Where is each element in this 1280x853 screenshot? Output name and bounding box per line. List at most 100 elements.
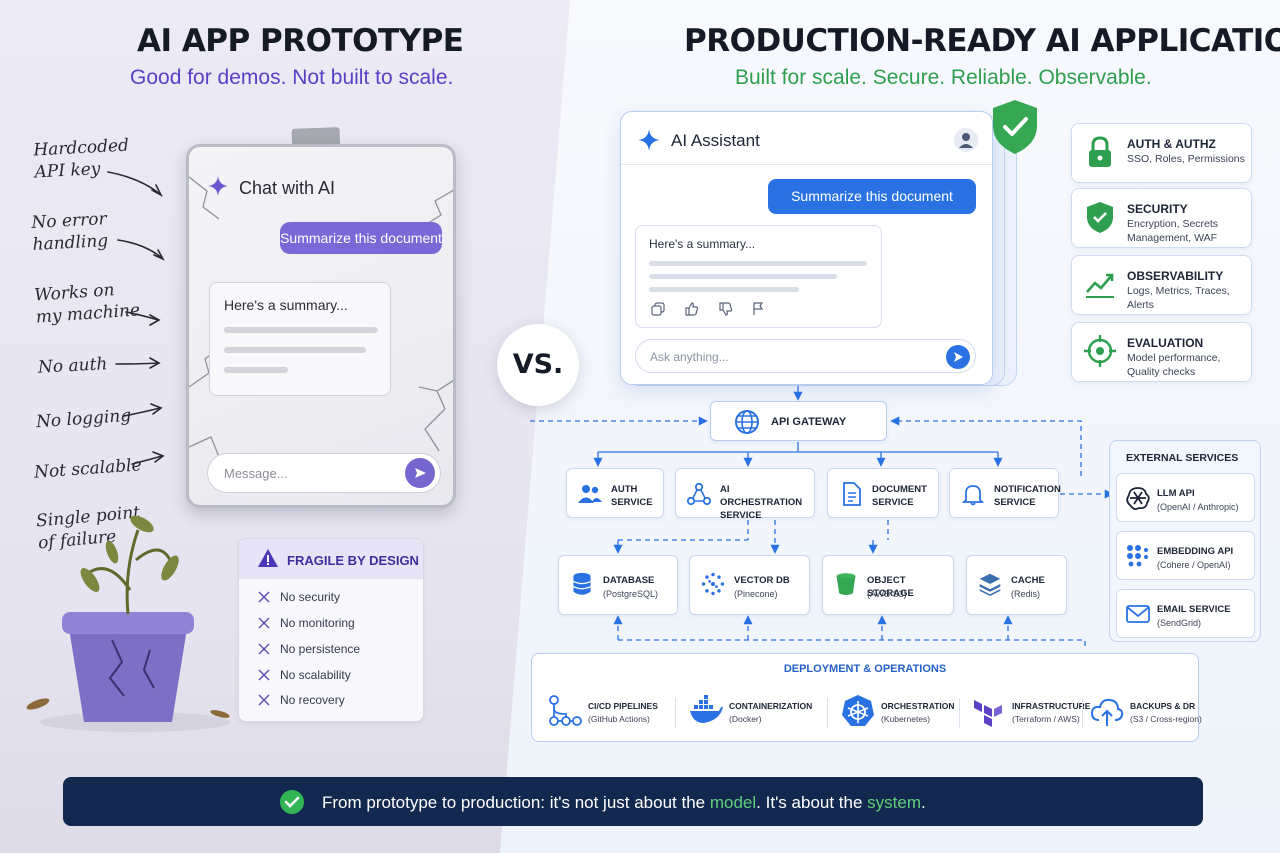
store-vector-db: VECTOR DB (Pinecone)	[689, 555, 810, 615]
target-icon	[1084, 335, 1116, 367]
assistant-header: AI Assistant	[621, 112, 992, 165]
docker-whale-icon	[690, 695, 723, 723]
deployment-containerization: CONTAINERIZATION (Docker)	[689, 690, 829, 734]
text-placeholder-line	[224, 327, 378, 333]
bucket-icon	[836, 573, 856, 596]
assistant-title: AI Assistant	[671, 131, 760, 150]
fragile-item: No persistence	[280, 642, 361, 656]
mail-icon	[1126, 605, 1150, 623]
prototype-send-button[interactable]	[405, 458, 435, 488]
deployment-cicd: CI/CD PIPELINES (GitHub Actions)	[548, 690, 678, 734]
database-icon	[573, 572, 591, 595]
ai-assistant-card: AI Assistant Summarize this document Her…	[620, 111, 993, 385]
deployment-sub: (S3 / Cross-region)	[1130, 714, 1202, 724]
fragile-item: No monitoring	[280, 616, 355, 630]
deployment-operations-panel: DEPLOYMENT & OPERATIONS CI/CD PIPELINES …	[531, 653, 1202, 742]
service-label: AUTH SERVICE	[611, 484, 653, 508]
copy-icon[interactable]	[651, 302, 665, 316]
deployment-label: BACKUPS & DR	[1130, 701, 1196, 711]
external-label: EMBEDDING API	[1157, 546, 1234, 557]
flag-icon[interactable]	[751, 302, 765, 316]
feature-observability: OBSERVABILITY Logs, Metrics, Traces, Ale…	[1071, 255, 1252, 315]
x-icon	[258, 591, 270, 603]
text-placeholder-line	[224, 367, 288, 373]
helm-wheel-icon	[842, 695, 874, 726]
banner-highlight-model: model	[709, 793, 757, 812]
assistant-input-placeholder: Ask anything...	[650, 350, 729, 364]
deployment-sub: (Kubernetes)	[881, 714, 931, 724]
banner-text-part: . It's about the	[756, 793, 868, 812]
vs-badge: VS.	[497, 324, 579, 406]
assistant-send-button[interactable]	[946, 345, 970, 369]
prototype-chat-title: Chat with AI	[239, 178, 336, 198]
service-auth: AUTH SERVICE	[566, 468, 664, 518]
deployment-title: DEPLOYMENT & OPERATIONS	[783, 663, 947, 675]
trend-chart-icon	[1086, 273, 1114, 298]
fragile-by-design-box: FRAGILE BY DESIGN No security No monitor…	[238, 538, 424, 722]
pain-arrows	[107, 171, 165, 465]
deployment-sub: (Docker)	[729, 714, 762, 724]
text-placeholder-line	[649, 287, 799, 292]
x-icon	[258, 669, 270, 681]
store-sub: (PostgreSQL)	[603, 589, 659, 599]
banner-message: From prototype to production: it's not j…	[322, 793, 926, 813]
banner-highlight-system: system	[867, 793, 921, 812]
feature-auth: AUTH & AUTHZ SSO, Roles, Permissions	[1071, 123, 1252, 183]
feature-description: Model performance, Quality checks	[1127, 352, 1221, 378]
prototype-title: AI APP PROTOTYPE	[137, 23, 464, 59]
pipeline-icon	[549, 695, 582, 726]
production-subtitle: Built for scale. Secure. Reliable. Obser…	[735, 66, 1152, 89]
sparkle-icon	[208, 176, 228, 196]
service-label: AI ORCHESTRATION SERVICE	[720, 484, 803, 521]
feature-evaluation: EVALUATION Model performance, Quality ch…	[1071, 322, 1252, 382]
store-sub: (Pinecone)	[734, 589, 778, 599]
fragile-header: FRAGILE BY DESIGN	[239, 539, 423, 579]
external-services-panel: EXTERNAL SERVICES LLM API (OpenAI / Anth…	[1109, 440, 1261, 642]
external-sub: (SendGrid)	[1157, 618, 1202, 628]
fragile-item: No security	[280, 590, 341, 604]
prototype-reply-text: Here's a summary...	[224, 297, 348, 313]
deployment-backups: BACKUPS & DR (S3 / Cross-region)	[1090, 690, 1202, 734]
deployment-label: CONTAINERIZATION	[729, 701, 813, 711]
bell-icon	[961, 485, 985, 506]
external-embedding-api: EMBEDDING API (Cohere / OpenAI)	[1116, 531, 1255, 580]
fragile-title: FRAGILE BY DESIGN	[287, 553, 419, 568]
deployment-orchestration: ORCHESTRATION (Kubernetes)	[841, 690, 971, 734]
feature-title: SECURITY	[1127, 202, 1188, 216]
fragile-item: No recovery	[280, 693, 345, 707]
external-email-service: EMAIL SERVICE (SendGrid)	[1116, 589, 1255, 638]
embedding-dots-icon	[1127, 545, 1148, 567]
warning-icon	[258, 549, 278, 567]
api-gateway-label: API GATEWAY	[771, 416, 847, 428]
text-placeholder-line	[649, 274, 837, 279]
prototype-reply-bubble: Here's a summary...	[209, 282, 391, 396]
user-icon	[959, 133, 973, 148]
store-cache: CACHE (Redis)	[966, 555, 1067, 615]
user-avatar[interactable]	[954, 128, 978, 152]
assistant-reply-text: Here's a summary...	[649, 237, 756, 251]
deployment-infrastructure: INFRASTRUCTURE (Terraform / AWS)	[972, 690, 1092, 734]
thumbs-down-icon[interactable]	[719, 302, 733, 316]
assistant-reply-bubble: Here's a summary...	[635, 225, 882, 328]
x-icon	[258, 694, 270, 706]
prototype-message-input[interactable]: Message...	[207, 453, 441, 493]
sparkle-icon	[638, 129, 660, 151]
prototype-chat-card: Chat with AI Summarize this document Her…	[186, 144, 456, 508]
send-icon	[954, 352, 963, 362]
thumbs-up-icon[interactable]	[685, 302, 699, 316]
service-ai-orchestration: AI ORCHESTRATION SERVICE	[675, 468, 815, 521]
feature-description: Encryption, Secrets Management, WAF	[1127, 218, 1219, 244]
feature-title: EVALUATION	[1127, 336, 1204, 350]
external-sub: (Cohere / OpenAI)	[1157, 560, 1231, 570]
service-document: DOCUMENT SERVICE	[827, 468, 939, 518]
deployment-sub: (Terraform / AWS)	[1012, 714, 1080, 724]
store-label: CACHE	[1011, 575, 1045, 586]
bottom-banner: From prototype to production: it's not j…	[63, 777, 1203, 826]
external-sub: (OpenAI / Anthropic)	[1157, 502, 1239, 512]
nodes-icon	[686, 482, 712, 506]
assistant-message-input[interactable]: Ask anything...	[635, 339, 976, 373]
terraform-icon	[974, 700, 1002, 727]
store-label: OBJECT STORAGE	[867, 575, 914, 599]
x-icon	[258, 617, 270, 629]
layers-icon	[979, 573, 1001, 596]
